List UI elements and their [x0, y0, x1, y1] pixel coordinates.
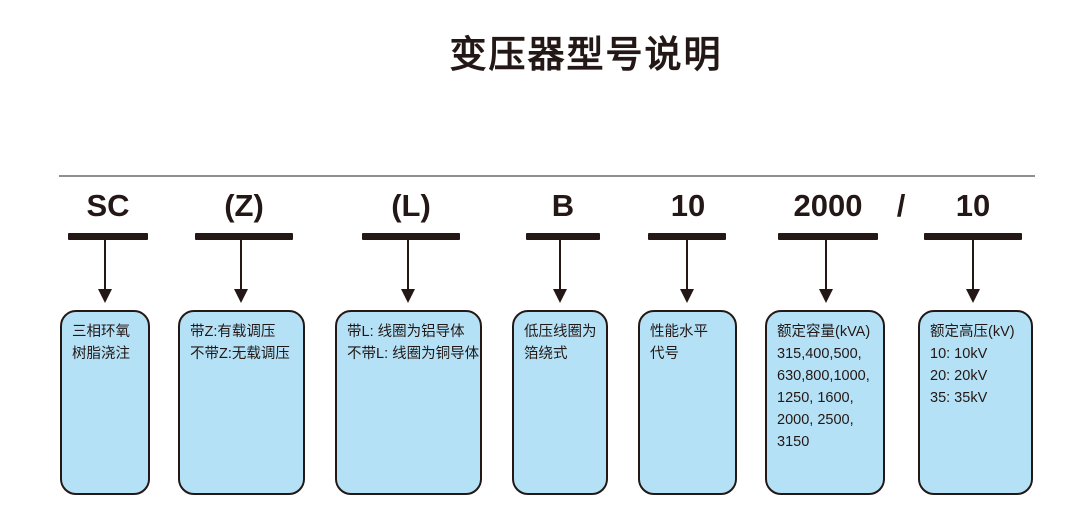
- down-arrow-icon: [97, 240, 113, 303]
- underline-bar: [648, 233, 726, 240]
- divider-line: [59, 175, 1035, 177]
- code-label: B: [551, 188, 575, 223]
- description-line: 630,800,1000,: [777, 368, 870, 384]
- down-arrow-icon: [552, 240, 568, 303]
- underline-bar: [195, 233, 293, 240]
- code-label: 10: [955, 188, 991, 223]
- description-line: 额定容量(kVA): [777, 324, 871, 340]
- description-line: 箔绕式: [524, 346, 568, 362]
- down-arrow-icon: [679, 240, 695, 303]
- description-line: 带Z:有载调压: [190, 324, 276, 340]
- underline-bar: [526, 233, 600, 240]
- underline-bar: [778, 233, 878, 240]
- description-box: 带Z:有载调压 不带Z:无载调压: [178, 310, 305, 495]
- code-label: 10: [670, 188, 706, 223]
- description-line: 低压线圈为: [524, 324, 597, 340]
- description-line: 1250, 1600,: [777, 390, 854, 406]
- down-arrow-icon: [233, 240, 249, 303]
- description-line: 性能水平: [650, 324, 708, 340]
- description-box: 额定容量(kVA) 315,400,500, 630,800,1000, 125…: [765, 310, 885, 495]
- code-label: 2000: [793, 188, 863, 223]
- down-arrow-icon: [965, 240, 981, 303]
- description-box: 带L: 线圈为铝导体 不带L: 线圈为铜导体: [335, 310, 482, 495]
- underline-bar: [362, 233, 460, 240]
- description-line: 额定高压(kV): [930, 324, 1015, 340]
- slash-separator: /: [896, 188, 906, 223]
- description-box: 三相环氧 树脂浇注: [60, 310, 150, 495]
- description-line: 35: 35kV: [930, 390, 988, 406]
- description-line: 树脂浇注: [72, 346, 130, 362]
- code-label: (Z): [224, 188, 264, 223]
- description-line: 315,400,500,: [777, 346, 862, 362]
- description-line: 代号: [650, 346, 679, 362]
- down-arrow-icon: [400, 240, 416, 303]
- description-line: 带L: 线圈为铝导体: [347, 324, 465, 340]
- description-box: 低压线圈为 箔绕式: [512, 310, 608, 495]
- description-line: 10: 10kV: [930, 346, 988, 362]
- page-title: 变压器型号说明: [449, 34, 723, 75]
- description-line: 不带Z:无载调压: [190, 346, 290, 362]
- description-box: 额定高压(kV) 10: 10kV 20: 20kV 35: 35kV: [918, 310, 1033, 495]
- code-label: SC: [86, 188, 130, 223]
- description-line: 20: 20kV: [930, 368, 988, 384]
- description-line: 不带L: 线圈为铜导体: [347, 346, 480, 362]
- description-line: 三相环氧: [72, 324, 130, 340]
- underline-bar: [924, 233, 1022, 240]
- down-arrow-icon: [818, 240, 834, 303]
- code-label: (L): [391, 188, 431, 223]
- description-line: 2000, 2500,: [777, 412, 854, 428]
- underline-bar: [68, 233, 148, 240]
- description-line: 3150: [777, 434, 810, 450]
- description-box: 性能水平 代号: [638, 310, 737, 495]
